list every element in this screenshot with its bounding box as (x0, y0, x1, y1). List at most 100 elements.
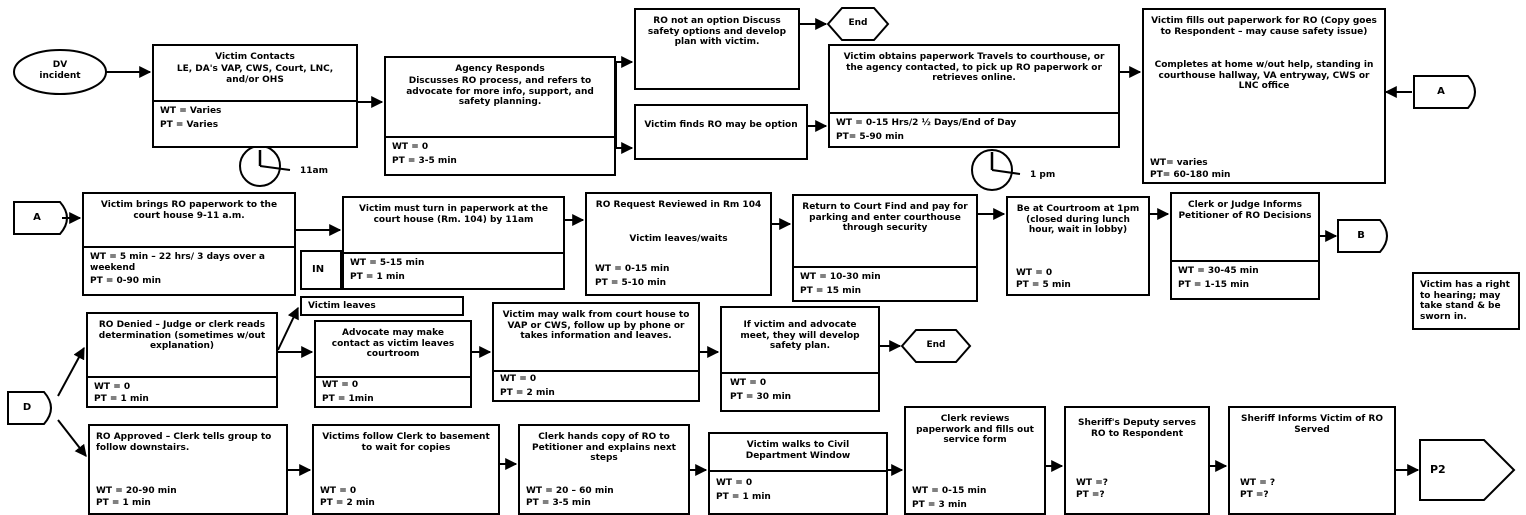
pt-value: PT =? (1076, 490, 1105, 500)
pt-value: PT = 5-10 min (595, 278, 667, 288)
pt-value: PT= 5-90 min (836, 132, 904, 142)
pt-value: PT = 1 min (96, 498, 151, 508)
wt-value: WT = 0 (716, 478, 753, 488)
agency-text: Discusses RO process, and refers to advo… (406, 76, 594, 108)
end-label: End (848, 18, 868, 28)
not-option-box: RO not an option Discuss safety options … (634, 8, 800, 90)
reviewed-text: RO Request Reviewed in Rm 104 (595, 200, 762, 210)
wt-value: WT = 0 (1016, 268, 1053, 278)
sheriff-deputy-box: Sheriff's Deputy serves RO to Respondent… (1064, 406, 1210, 515)
courtroom-box: Be at Courtroom at 1pm (closed during lu… (1006, 196, 1150, 296)
pt-value: PT = 3 min (912, 500, 967, 510)
follow-clerk-box: Victims follow Clerk to basement to wait… (312, 424, 500, 515)
wt-value: WT = 0 (94, 382, 131, 392)
fills-text: Victim fills out paperwork for RO (Copy … (1151, 16, 1377, 37)
return-court-box: Return to Court Find and pay for parking… (792, 194, 978, 302)
hands-copy-box: Clerk hands copy of RO to Petitioner and… (518, 424, 690, 515)
wt-value: WT = 20 – 60 min (526, 486, 614, 496)
pt-value: PT = 30 min (730, 392, 792, 402)
pt-value: PT = 1 min (94, 394, 149, 404)
may-option-text: Victim finds RO may be option (644, 120, 798, 130)
fills-paperwork-box: Victim fills out paperwork for RO (Copy … (1142, 8, 1386, 184)
clerk-reviews-text: Clerk reviews paperwork and fills out se… (916, 414, 1034, 446)
denied-text: RO Denied – Judge or clerk reads determi… (98, 320, 266, 352)
meet-box: If victim and advocate meet, they will d… (720, 306, 880, 412)
turn-in-text: Victim must turn in paperwork at the cou… (359, 204, 548, 225)
advocate-text: Advocate may make contact as victim leav… (331, 328, 455, 360)
approved-text: RO Approved – Clerk tells group to follo… (96, 432, 272, 453)
pt-value: PT = 0-90 min (90, 276, 162, 286)
victim-contacts-title: Victim Contacts (215, 52, 295, 62)
victim-leaves-text: Victim leaves (308, 301, 376, 311)
connector-a-left-label: A (33, 212, 41, 223)
wt-value: WT = 5-15 min (350, 258, 425, 268)
wt-value: WT = 5 min – 22 hrs/ 3 days over a weeke… (90, 252, 265, 273)
obtains-paperwork-box: Victim obtains paperwork Travels to cour… (828, 44, 1120, 148)
connector-b-label: B (1357, 230, 1365, 241)
pt-value: PT = 15 min (800, 286, 862, 296)
reviewed-box: RO Request Reviewed in Rm 104 Victim lea… (585, 192, 772, 296)
wt-value: WT = 0 (392, 142, 429, 152)
victim-contacts-text: LE, DA's VAP, CWS, Court, LNC, and/or OH… (176, 64, 334, 85)
victim-contacts-box: Victim Contacts LE, DA's VAP, CWS, Court… (152, 44, 358, 148)
pt-value: PT = 2 min (320, 498, 375, 508)
wt-value: WT = ? (1240, 478, 1276, 488)
clock-icon (971, 149, 1021, 191)
turn-in-box: Victim must turn in paperwork at the cou… (342, 196, 565, 290)
wt-value: WT = 30-45 min (1178, 266, 1259, 276)
hearing-note-box: Victim has a right to hearing; may take … (1412, 272, 1520, 330)
pt-value: PT = 1min (322, 394, 374, 404)
pt-value: PT = 3-5 min (526, 498, 591, 508)
pt-value: PT = 1 min (350, 272, 405, 282)
follow-text: Victims follow Clerk to basement to wait… (322, 432, 490, 453)
wt-value: WT = 0-15 Hrs/2 ½ Days/End of Day (836, 118, 1017, 128)
civil-text: Victim walks to Civil Department Window (745, 440, 851, 461)
reviewed-text2: Victim leaves/waits (629, 234, 728, 244)
walk-vap-box: Victim may walk from court house to VAP … (492, 302, 700, 402)
wt-value: WT =? (1076, 478, 1108, 488)
wt-value: WT = 20-90 min (96, 486, 177, 496)
pt-value: PT = 1-15 min (1178, 280, 1250, 290)
connector-d-label: D (22, 402, 32, 413)
victim-leaves-box: Victim leaves (300, 296, 464, 316)
pt-value: PT = 1 min (716, 492, 771, 502)
wt-value: WT = 10-30 min (800, 272, 881, 282)
wt-value: WT = 0 (500, 374, 537, 384)
wt-value: WT = 0-15 min (912, 486, 987, 496)
pt-value: PT = 5 min (1016, 280, 1071, 290)
pt-value: PT = Varies (160, 120, 219, 130)
return-court-text: Return to Court Find and pay for parking… (802, 202, 968, 234)
agency-title: Agency Responds (455, 64, 545, 74)
hands-text: Clerk hands copy of RO to Petitioner and… (532, 432, 676, 464)
advocate-box: Advocate may make contact as victim leav… (314, 320, 472, 408)
clerk-reviews-box: Clerk reviews paperwork and fills out se… (904, 406, 1046, 515)
brings-paperwork-box: Victim brings RO paperwork to the court … (82, 192, 296, 296)
wt-value: WT = 0-15 min (595, 264, 670, 274)
courtroom-text: Be at Courtroom at 1pm (closed during lu… (1016, 204, 1140, 236)
fills-text2: Completes at home w/out help, standing i… (1154, 60, 1374, 92)
sheriff-deputy-text: Sheriff's Deputy serves RO to Respondent (1077, 418, 1196, 439)
may-option-box: Victim finds RO may be option (634, 104, 808, 160)
wt-value: WT = 0 (730, 378, 767, 388)
clock-icon (239, 145, 291, 187)
pt-value: PT =? (1240, 490, 1269, 500)
pt-value: PT= 60-180 min (1150, 170, 1231, 180)
sheriff-informs-box: Sheriff Informs Victim of RO Served WT =… (1228, 406, 1396, 515)
sheriff-informs-text: Sheriff Informs Victim of RO Served (1240, 414, 1384, 435)
approved-box: RO Approved – Clerk tells group to follo… (88, 424, 288, 515)
pt-value: PT = 3-5 min (392, 156, 457, 166)
connector-p2-label: P2 (1430, 463, 1446, 476)
not-option-text: RO not an option Discuss safety options … (647, 16, 787, 48)
hearing-note-text: Victim has a right to hearing; may take … (1420, 280, 1510, 322)
wt-value: WT = Varies (160, 106, 222, 116)
agency-responds-box: Agency Responds Discusses RO process, an… (384, 56, 616, 176)
in-label: IN (312, 264, 325, 275)
clock-label: 11am (300, 166, 328, 176)
wt-value: WT = 0 (322, 380, 359, 390)
wt-value: WT= varies (1150, 158, 1208, 168)
connector-a-top-label: A (1437, 86, 1445, 97)
brings-text: Victim brings RO paperwork to the court … (100, 200, 278, 221)
obtains-text: Victim obtains paperwork Travels to cour… (843, 52, 1105, 84)
civil-window-box: Victim walks to Civil Department Window … (708, 432, 888, 515)
